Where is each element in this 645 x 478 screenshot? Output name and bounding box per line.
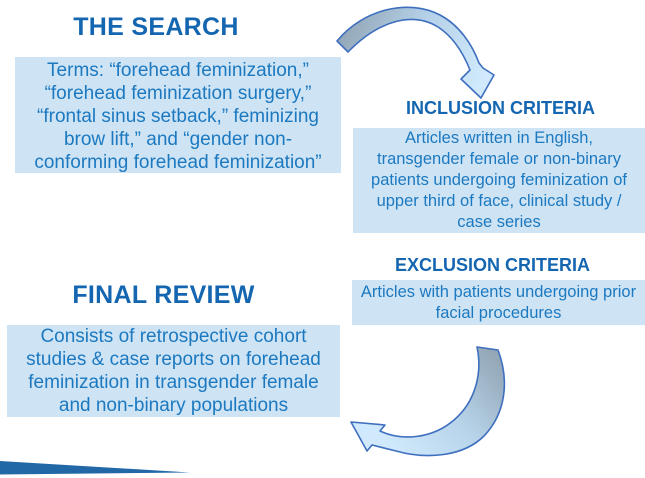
curved-arrow-up-left-icon (350, 346, 506, 457)
bottom-accent-wedge (0, 461, 190, 475)
inclusion-criteria-title: INCLUSION CRITERIA (406, 98, 595, 118)
final-review-title: FINAL REVIEW (72, 281, 255, 309)
search-terms-box: Terms: “forehead feminization,” “forehea… (15, 57, 341, 173)
final-review-box: Consists of retrospective cohort studies… (7, 325, 340, 417)
exclusion-criteria-title: EXCLUSION CRITERIA (394, 255, 590, 275)
curved-arrow-down-right-icon (336, 6, 495, 99)
exclusion-criteria-box: Articles with patients undergoing prior … (352, 280, 645, 325)
search-section-title: THE SEARCH (73, 13, 239, 41)
inclusion-criteria-box: Articles written in English, transgender… (353, 128, 645, 233)
